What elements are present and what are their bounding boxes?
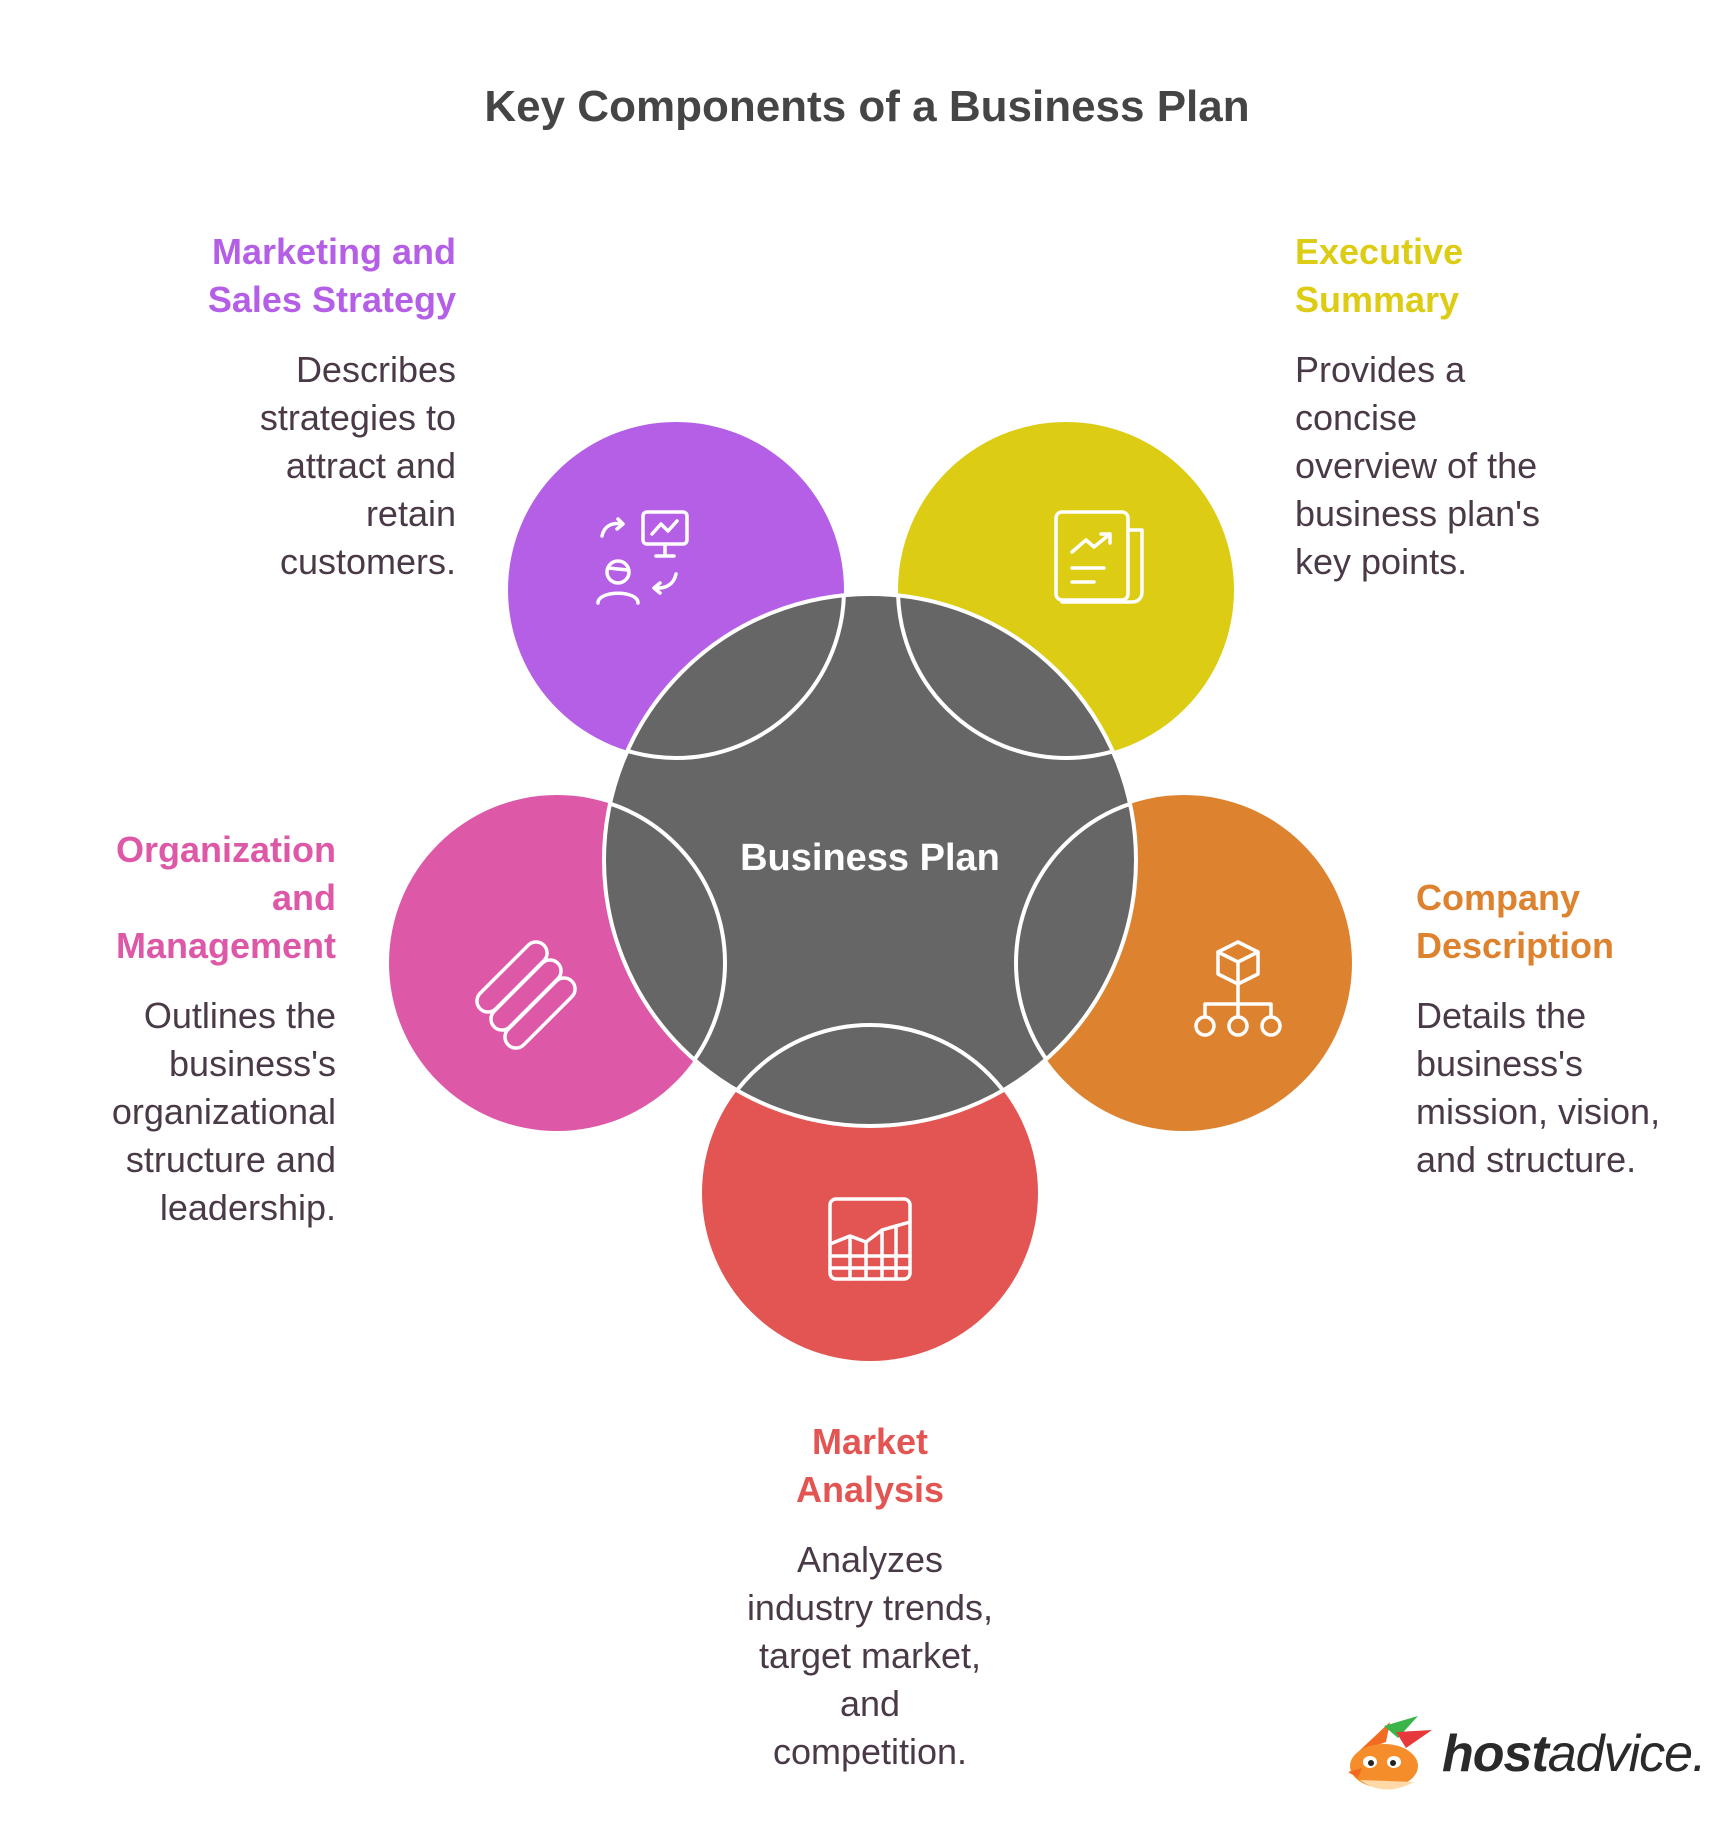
executive-block: Executive Summary Provides a concise ove… — [1295, 228, 1655, 586]
executive-description: Provides a concise overview of the busin… — [1295, 346, 1655, 586]
desc-line: structure and — [125, 1139, 336, 1180]
area-chart-grid-icon — [828, 1197, 912, 1281]
desc-line: business plan's — [1295, 493, 1541, 534]
desc-line: Describes — [295, 349, 456, 390]
heading-line: Sales Strategy — [207, 279, 456, 320]
market-block: Market Analysis Analyzes industry trends… — [690, 1418, 1050, 1776]
organization-block: Organization and Management Outlines the… — [40, 826, 336, 1232]
company-block: Company Description Details the business… — [1416, 874, 1716, 1184]
logo-text: hostadvice. — [1442, 1724, 1707, 1784]
company-description: Details the business's mission, vision, … — [1416, 992, 1716, 1184]
heading-line: and — [271, 877, 336, 918]
desc-line: and structure. — [1416, 1139, 1637, 1180]
desc-line: concise — [1295, 397, 1418, 438]
desc-line: leadership. — [159, 1187, 336, 1228]
hierarchy-cube-icon — [1194, 940, 1282, 1037]
heading-line: Organization — [115, 829, 336, 870]
desc-line: industry trends, — [746, 1587, 994, 1628]
fox-mascot-icon — [1348, 1716, 1432, 1790]
company-heading: Company Description — [1416, 874, 1716, 970]
heading-line: Market — [811, 1421, 929, 1462]
heading-line: Management — [115, 925, 336, 966]
diagram-title: Key Components of a Business Plan — [484, 82, 1250, 131]
desc-line: strategies to — [259, 397, 456, 438]
logo-text-bold: host — [1442, 1725, 1549, 1783]
presentation-customer-icon — [596, 510, 689, 605]
center-label: Business Plan — [740, 837, 1000, 879]
desc-line: business's — [169, 1043, 336, 1084]
organization-description: Outlines the business's organizational s… — [40, 992, 336, 1232]
overlap-arcs — [604, 594, 1136, 1126]
desc-line: competition. — [772, 1731, 968, 1772]
logo-text-regular: advice. — [1547, 1725, 1707, 1783]
executive-heading: Executive Summary — [1295, 228, 1655, 324]
desc-line: mission, vision, — [1416, 1091, 1661, 1132]
marketing-heading: Marketing and Sales Strategy — [160, 228, 456, 324]
desc-line: business's — [1416, 1043, 1583, 1084]
desc-line: Details the — [1416, 995, 1587, 1036]
marketing-block: Marketing and Sales Strategy Describes s… — [160, 228, 456, 586]
heading-line: Summary — [1295, 279, 1460, 320]
desc-line: retain — [365, 493, 456, 534]
desc-line: overview of the — [1295, 445, 1538, 486]
stacked-bars-icon — [475, 940, 577, 1050]
heading-line: Analysis — [795, 1469, 945, 1510]
market-heading: Market Analysis — [690, 1418, 1050, 1514]
heading-line: Description — [1416, 925, 1615, 966]
desc-line: target market, — [758, 1635, 982, 1676]
desc-line: Provides a — [1295, 349, 1466, 390]
desc-line: Outlines the — [143, 995, 336, 1036]
desc-line: organizational — [111, 1091, 336, 1132]
organization-heading: Organization and Management — [40, 826, 336, 970]
heading-line: Company — [1416, 877, 1581, 918]
report-document-icon — [1054, 510, 1144, 604]
heading-line: Marketing and — [211, 231, 456, 272]
desc-line: Analyzes — [796, 1539, 944, 1580]
desc-line: key points. — [1295, 541, 1468, 582]
desc-line: attract and — [285, 445, 456, 486]
desc-line: and — [839, 1683, 901, 1724]
center-circle — [602, 592, 1138, 1128]
desc-line: customers. — [279, 541, 456, 582]
heading-line: Executive — [1295, 231, 1464, 272]
market-description: Analyzes industry trends, target market,… — [690, 1536, 1050, 1776]
hostadvice-logo: hostadvice. — [1340, 1712, 1720, 1802]
marketing-description: Describes strategies to attract and reta… — [160, 346, 456, 586]
